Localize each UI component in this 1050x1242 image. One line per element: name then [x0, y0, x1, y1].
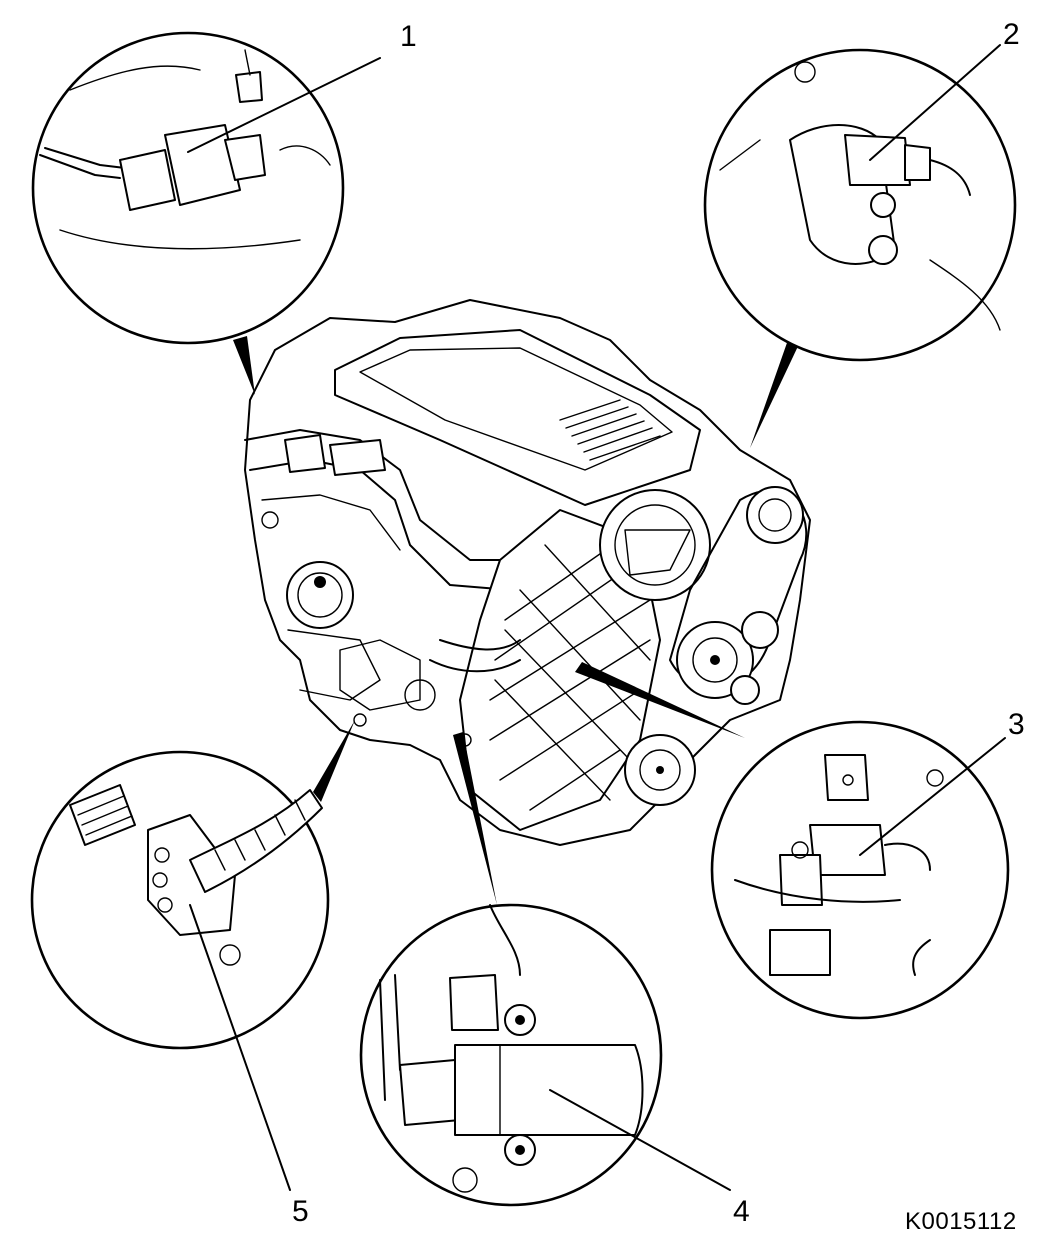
detail-5-sensor-connector-icon: [30, 750, 330, 1050]
figure-code: K0015112: [905, 1208, 1017, 1235]
callout-2: 2: [1003, 18, 1020, 51]
callout-5: 5: [292, 1195, 309, 1228]
detail-2-sensor-connector-icon: [703, 48, 1017, 362]
detail-1-sensor-connector-icon: [31, 31, 345, 345]
detail-4-valve-actuator-icon: [359, 903, 663, 1207]
callout-4: 4: [733, 1195, 750, 1228]
callout-3: 3: [1008, 708, 1025, 741]
engine-block-icon: [244, 299, 811, 846]
callout-1: 1: [400, 20, 417, 53]
detail-3-sensor-connector-icon: [710, 720, 1010, 1020]
